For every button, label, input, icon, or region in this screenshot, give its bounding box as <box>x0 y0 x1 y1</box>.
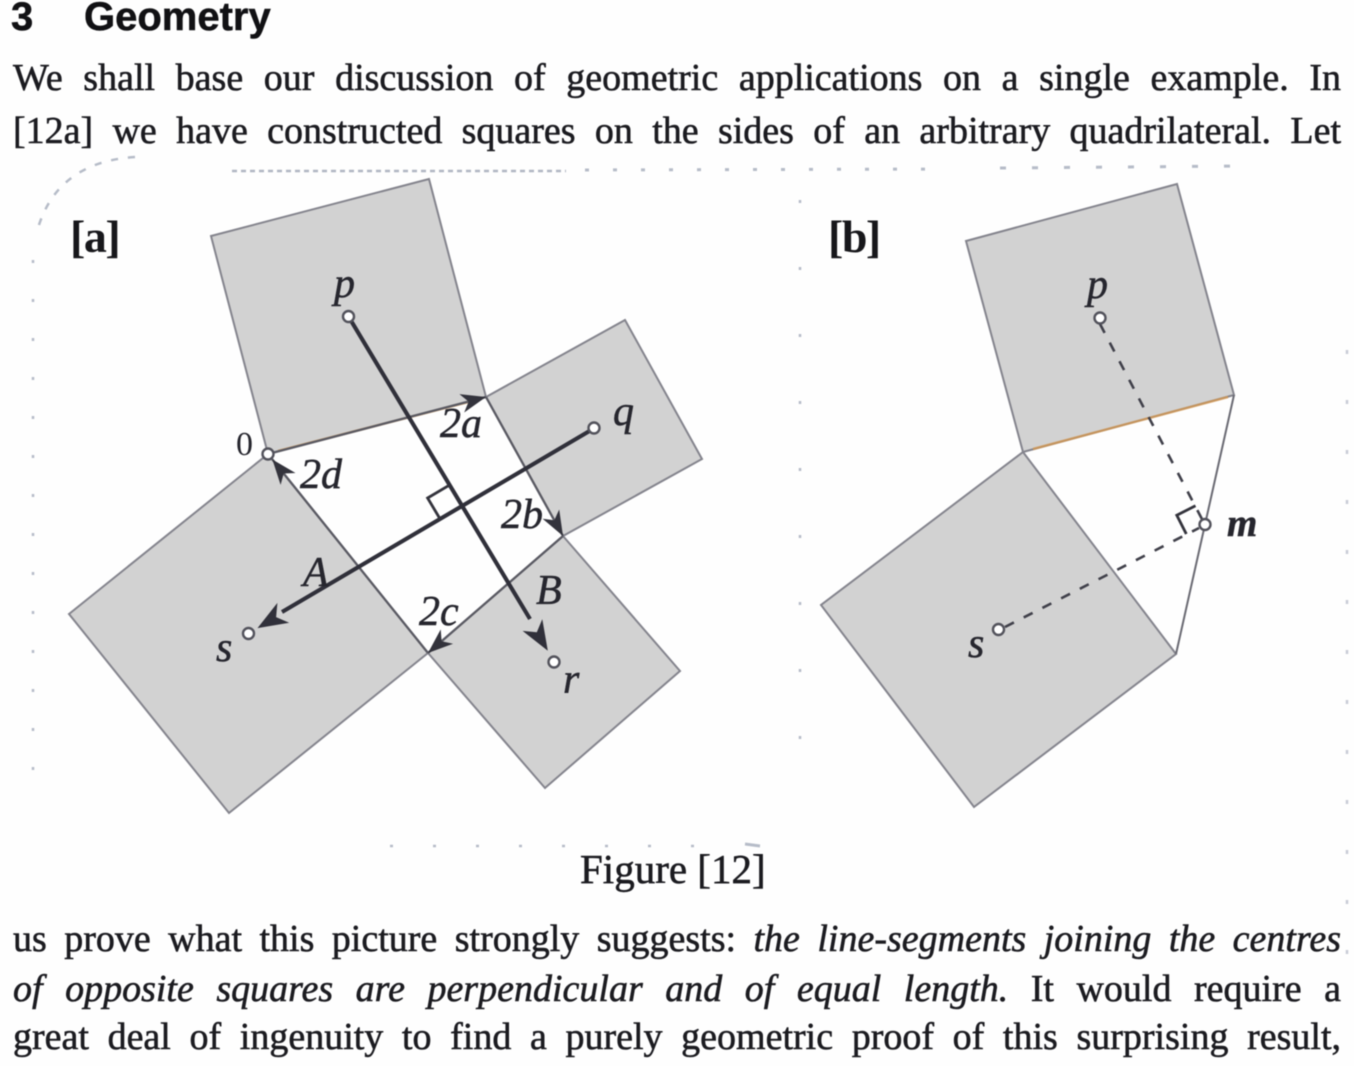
svg-text:2a: 2a <box>440 401 482 447</box>
svg-text:0: 0 <box>236 426 253 463</box>
svg-text:2c: 2c <box>419 589 459 635</box>
svg-text:B: B <box>536 568 562 614</box>
svg-text:m: m <box>1227 502 1257 545</box>
svg-text:q: q <box>613 389 634 435</box>
svg-text:p: p <box>1084 262 1108 308</box>
svg-text:r: r <box>563 657 580 703</box>
svg-text:s: s <box>216 625 232 671</box>
svg-text:[b]: [b] <box>828 211 880 262</box>
svg-text:2d: 2d <box>300 452 343 498</box>
svg-text:p: p <box>331 261 355 307</box>
svg-text:A: A <box>300 550 329 596</box>
svg-text:s: s <box>968 621 984 667</box>
svg-text:2b: 2b <box>501 492 543 538</box>
svg-text:[a]: [a] <box>70 211 119 262</box>
